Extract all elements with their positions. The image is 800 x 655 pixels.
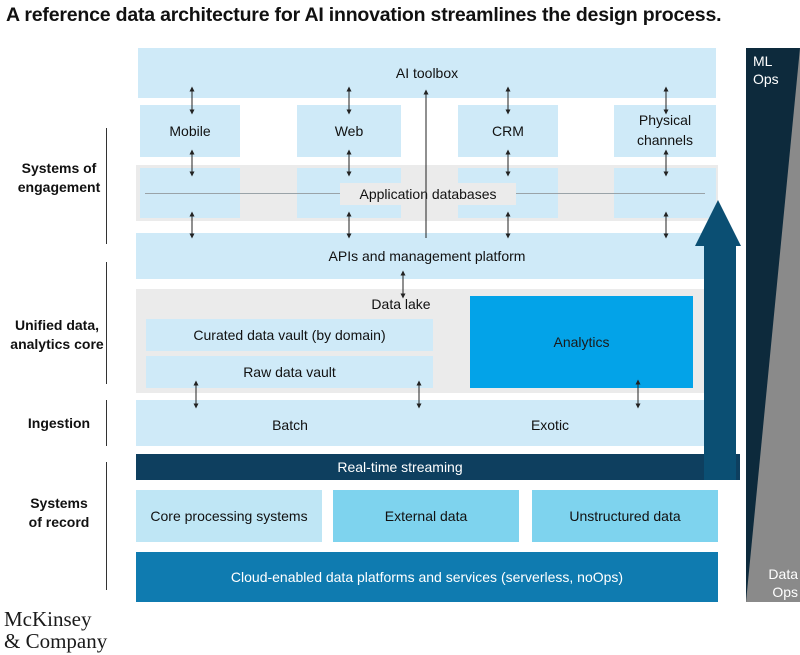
label-systems-of-engagement: Systems of engagement <box>17 160 101 195</box>
real-time-streaming-bar: Real-time streaming <box>136 454 740 480</box>
apis-label: APIs and management platform <box>328 247 526 264</box>
raw-data-vault-label: Raw data vault <box>243 363 336 380</box>
web-label: Web <box>334 122 364 139</box>
batch-label-wrap: Batch <box>250 414 330 436</box>
unstructured-data-block: Unstructured data <box>532 490 718 542</box>
connector-arrows <box>189 86 669 409</box>
real-time-up-arrow <box>695 200 741 480</box>
application-databases-label: Application databases <box>359 185 497 202</box>
brand-line-1: McKinsey <box>4 607 92 631</box>
mlops-label: ML Ops <box>753 53 779 88</box>
analytics-block: Analytics <box>470 296 693 388</box>
physical-channels-label: Physical channels <box>636 112 694 148</box>
external-data-label: External data <box>384 507 468 524</box>
dataops-label: Data Ops <box>768 566 798 601</box>
brand-line-2: & Company <box>4 629 108 654</box>
apis-management-platform-block: APIs and management platform <box>136 233 718 279</box>
curated-data-vault-block: Curated data vault (by domain) <box>146 319 433 351</box>
core-processing-systems-block: Core processing systems <box>136 490 322 542</box>
section-divider <box>106 128 107 244</box>
cloud-platforms-label: Cloud-enabled data platforms and service… <box>230 568 624 585</box>
label-unified-data-analytics-core: Unified data, analytics core <box>10 317 104 352</box>
diagram-title: A reference data architecture for AI inn… <box>6 4 722 26</box>
label-ingestion: Ingestion <box>27 414 91 431</box>
ai-toolbox-label: AI toolbox <box>395 64 459 81</box>
data-lake-label: Data lake <box>371 295 431 312</box>
external-data-block: External data <box>333 490 519 542</box>
curated-data-vault-label: Curated data vault (by domain) <box>193 326 386 343</box>
mckinsey-logo: McKinsey & Company <box>4 608 204 652</box>
application-databases-label-wrap: Application databases <box>340 183 516 205</box>
core-processing-systems-label: Core processing systems <box>150 507 308 524</box>
web-block: Web <box>297 105 401 157</box>
mobile-label: Mobile <box>169 122 211 139</box>
batch-label: Batch <box>272 416 308 433</box>
cloud-platforms-block: Cloud-enabled data platforms and service… <box>136 552 718 602</box>
section-divider <box>106 262 107 384</box>
data-lake-label-wrap: Data lake <box>346 294 456 314</box>
crm-label: CRM <box>492 122 524 139</box>
exotic-label: Exotic <box>530 416 570 433</box>
unstructured-data-label: Unstructured data <box>569 507 681 524</box>
exotic-label-wrap: Exotic <box>510 414 590 436</box>
real-time-streaming-label: Real-time streaming <box>337 458 463 475</box>
section-divider <box>106 400 107 446</box>
analytics-label: Analytics <box>553 333 610 350</box>
section-divider <box>106 462 107 590</box>
dataops-band <box>746 48 800 602</box>
label-systems-of-record: Systems of record <box>28 495 90 530</box>
